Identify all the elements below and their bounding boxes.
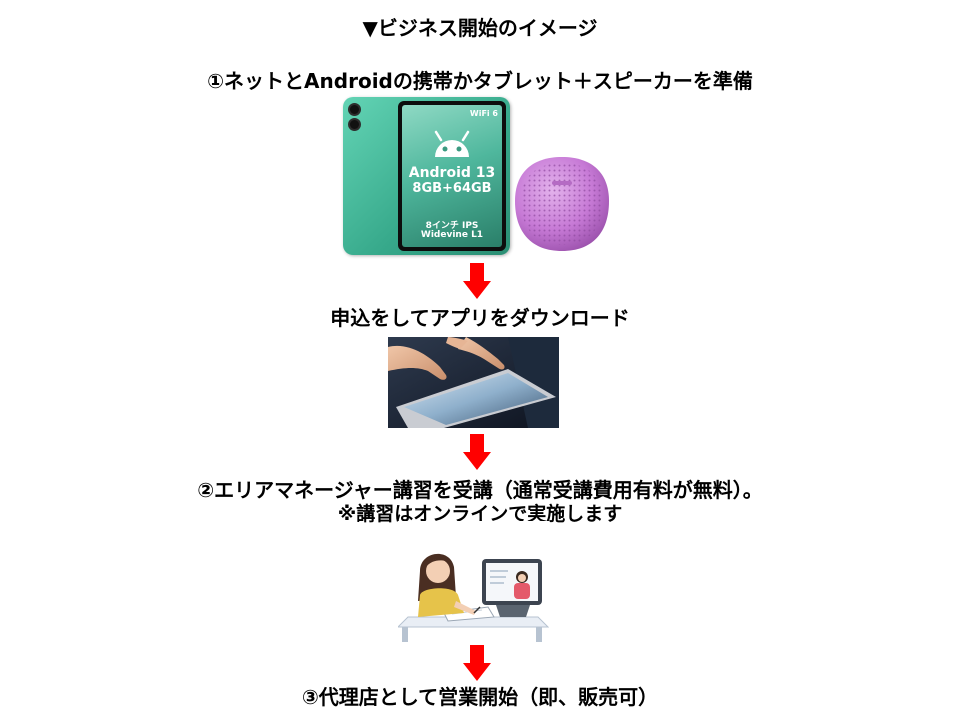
step1-label: ①ネットとAndroidの携帯かタブレット＋スピーカーを準備	[207, 69, 753, 93]
camera-icon	[348, 118, 361, 131]
camera-icon	[348, 103, 361, 116]
down-arrow-icon	[463, 263, 491, 299]
step3-label: ③代理店として営業開始（即、販売可）	[301, 685, 659, 709]
android-robot-icon	[434, 130, 470, 157]
step2-note: ※講習はオンラインで実施します	[337, 503, 623, 525]
hand-tablet-photo	[388, 337, 559, 428]
spec-wifi: WiFi 6	[469, 109, 498, 118]
page-title: ▼ビジネス開始のイメージ	[362, 16, 598, 40]
spec-memory: 8GB+64GB	[412, 181, 492, 196]
spec-screen: 8インチ IPS	[425, 221, 479, 231]
tablet-body	[343, 97, 510, 255]
spec-drm: Widevine L1	[420, 230, 484, 240]
down-arrow-icon	[463, 645, 491, 681]
down-arrow-icon	[463, 434, 491, 470]
step2-label: ②エリアマネージャー講習を受講（通常受講費用有料が無料）。	[197, 478, 763, 502]
tablet-screen	[398, 101, 506, 251]
online-lesson-illustration	[398, 521, 549, 642]
speaker-photo	[515, 157, 609, 251]
step-apply-label: 申込をしてアプリをダウンロード	[330, 306, 630, 330]
spec-os: Android 13	[408, 165, 496, 181]
tablet-photo: WiFi 6 Android 13 8GB+64GB 8インチ IPS Wide…	[343, 97, 510, 255]
